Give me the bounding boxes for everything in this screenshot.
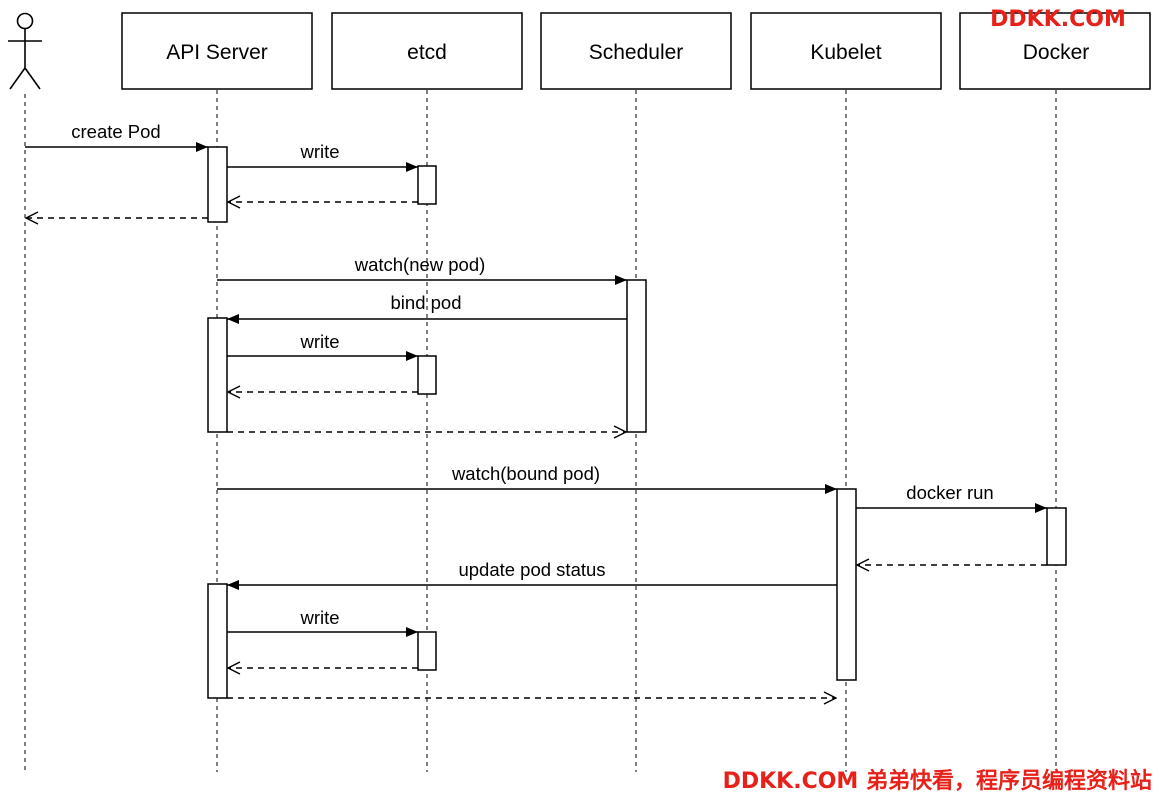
watermark-top: DDKK.COM	[990, 7, 1126, 32]
message-docker-run: docker run	[856, 482, 1047, 513]
participant-label-etcd: etcd	[407, 41, 447, 64]
message-label: create Pod	[71, 121, 160, 142]
participant-scheduler: Scheduler	[540, 12, 732, 90]
message-update-pod-status: update pod status	[227, 559, 837, 590]
message-label: update pod status	[458, 559, 605, 580]
message-bind-pod: bind pod	[227, 292, 627, 324]
message-write-1: write	[227, 141, 418, 172]
activation-api-3	[207, 583, 228, 699]
participant-api-server: API Server	[121, 12, 313, 90]
message-create-pod: create Pod	[25, 121, 208, 152]
message-label: watch(bound pod)	[451, 463, 600, 484]
activation-scheduler	[626, 279, 647, 433]
message-label: write	[299, 141, 339, 162]
message-watch-new-pod: watch(new pod)	[217, 254, 627, 285]
participant-etcd: etcd	[331, 12, 523, 90]
activation-etcd-1	[417, 165, 437, 205]
participant-label-api-server: API Server	[166, 41, 268, 64]
actor-figure	[8, 12, 42, 90]
participant-label-kubelet: Kubelet	[810, 41, 881, 64]
activation-api-1	[207, 146, 228, 223]
participant-kubelet: Kubelet	[750, 12, 942, 90]
message-label: write	[299, 331, 339, 352]
participant-label-scheduler: Scheduler	[589, 41, 684, 64]
message-label: bind pod	[391, 292, 462, 313]
message-label: write	[299, 607, 339, 628]
participant-label-docker: Docker	[1023, 41, 1090, 64]
activation-docker	[1046, 507, 1067, 566]
message-watch-bound-pod: watch(bound pod)	[217, 463, 837, 494]
message-write-2: write	[227, 331, 418, 361]
activation-api-2	[207, 317, 228, 433]
message-write-3: write	[227, 607, 418, 637]
activation-etcd-3	[417, 631, 437, 671]
message-label: watch(new pod)	[354, 254, 486, 275]
activation-kubelet	[836, 488, 857, 681]
watermark-bottom: DDKK.COM 弟弟快看，程序员编程资料站	[723, 768, 1152, 793]
participant-docker: Docker	[959, 12, 1151, 90]
message-label: docker run	[906, 482, 993, 503]
activation-etcd-2	[417, 355, 437, 395]
